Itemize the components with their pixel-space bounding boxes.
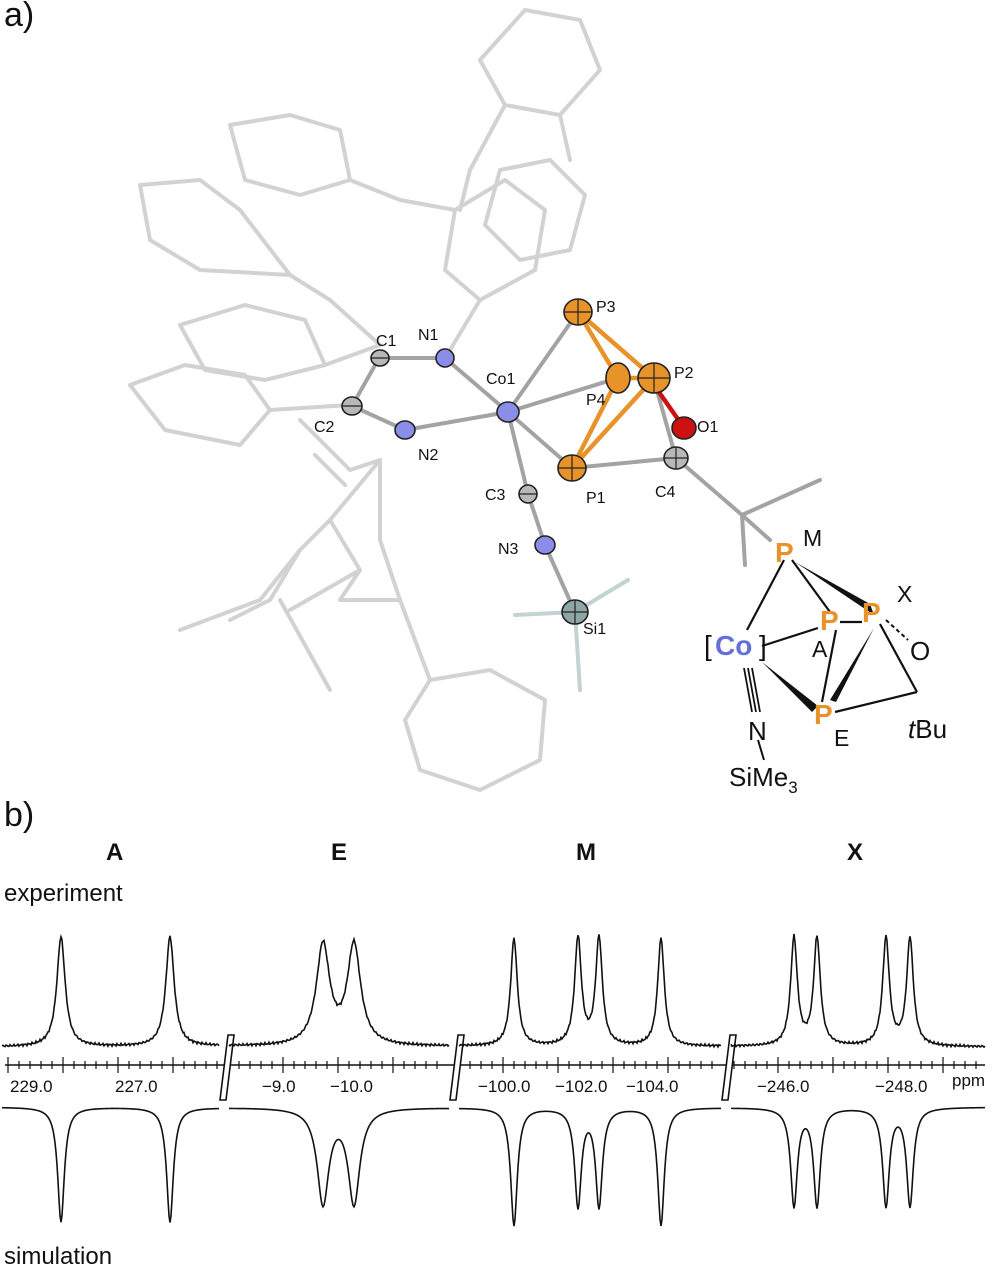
tick-label-m10: −10.0: [330, 1077, 373, 1096]
label-p1: P1: [586, 490, 606, 507]
simulated-trace: [1, 1106, 986, 1227]
scheme-label-e: E: [834, 725, 849, 751]
lewis-scheme: P P P P M X A E O N [ Co ] tBu SiMe3: [704, 525, 947, 797]
tick-label-m9: −9.0: [262, 1077, 296, 1096]
atom-p4: [605, 362, 631, 394]
scheme-p-e: P: [814, 699, 833, 730]
ligand-framework: [128, 8, 602, 792]
axis-breaks: [219, 1034, 737, 1101]
tick-label-m248: −248.0: [875, 1077, 927, 1096]
tick-label-m102: −102.0: [555, 1077, 607, 1096]
group-label-m: M: [576, 839, 596, 866]
atom-n1: [435, 348, 455, 368]
scheme-label-m: M: [803, 525, 822, 551]
tick-label-m104: −104.0: [626, 1077, 678, 1096]
tick-label-227: 227.0: [115, 1077, 158, 1096]
scheme-bracket-open: [: [704, 630, 712, 661]
label-n1: N1: [418, 327, 439, 344]
scheme-p-m: P: [775, 537, 794, 568]
label-c1: C1: [376, 333, 397, 350]
label-c3: C3: [485, 487, 506, 504]
tick-label-m246: −246.0: [757, 1077, 809, 1096]
atom-n2: [394, 420, 416, 440]
scheme-sime3-sub: 3: [788, 778, 797, 797]
scheme-tbu-t: t: [908, 714, 917, 744]
label-c2: C2: [314, 419, 335, 436]
svg-text:SiMe3: SiMe3: [729, 762, 798, 797]
scheme-p-x: P: [862, 597, 881, 628]
experimental-trace: [1, 933, 986, 1049]
scheme-bracket-close: ]: [759, 630, 767, 661]
crystal-structure: P3 P2 P4 P1 O1 C4 Co1 N1 N2 C1 C2 C3 N3 …: [128, 8, 822, 792]
label-p4: P4: [586, 392, 606, 409]
panel-b-label: b): [4, 796, 35, 834]
scheme-label-a: A: [812, 636, 828, 662]
tick-label-229: 229.0: [10, 1077, 53, 1096]
nmr-spectrum: 229.0 227.0 −9.0 −10.0 −100.0 −102.0 −10…: [1, 933, 986, 1227]
scheme-label-x: X: [897, 581, 912, 607]
label-n3: N3: [498, 541, 519, 558]
atom-co1: [496, 401, 520, 423]
scheme-p-a: P: [820, 605, 839, 636]
label-p2: P2: [674, 365, 694, 382]
scheme-co: Co: [715, 630, 752, 661]
atom-n3: [534, 535, 556, 555]
label-o1: O1: [697, 419, 718, 436]
panel-a-label: a): [4, 0, 35, 34]
label-si1: Si1: [583, 621, 606, 638]
atom-o1: [671, 416, 697, 440]
label-co1: Co1: [486, 371, 515, 388]
scheme-sime3: SiMe: [729, 762, 788, 792]
group-label-x: X: [847, 839, 864, 866]
scheme-tbu-bu: Bu: [915, 714, 947, 744]
scheme-o: O: [910, 636, 930, 666]
svg-text:tBu: tBu: [908, 714, 947, 744]
scheme-n: N: [748, 716, 767, 746]
experiment-label: experiment: [4, 880, 123, 907]
tick-label-m100: −100.0: [478, 1077, 530, 1096]
group-label-e: E: [331, 839, 348, 866]
simulation-label: simulation: [4, 1243, 113, 1270]
group-label-a: A: [106, 839, 124, 866]
label-n2: N2: [418, 447, 439, 464]
label-p3: P3: [596, 299, 616, 316]
unit-label: ppm: [952, 1071, 985, 1090]
label-c4: C4: [655, 484, 676, 501]
